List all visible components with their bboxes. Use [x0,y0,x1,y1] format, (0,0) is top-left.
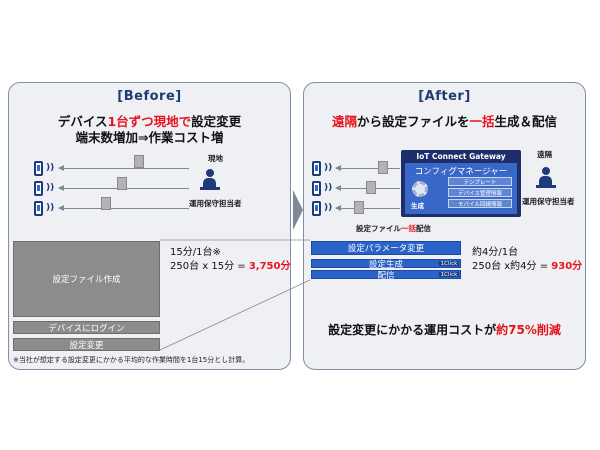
onsite-label: 現地 [208,154,223,163]
block-deliver: 配信 1Click [311,270,461,281]
device-icon [34,201,43,216]
chip-device-info: デバイス管理情報 [448,188,512,197]
operator-label: 運用保守担当者 [522,197,575,206]
block-device-login: デバイスにログイン [13,321,160,334]
arrow-line [335,164,400,172]
after-cost: 約4分/1台 250台 x約4分 = 930分 [472,247,583,272]
before-cost: 15分/1台※ 250台 x 15分 = 3,750分 [170,247,291,272]
generate-label: 生成 [411,202,424,210]
arrow-line [335,204,400,212]
after-headline: 遠隔から設定ファイルを一括生成＆配信 [331,114,558,129]
device-icon [34,181,43,196]
remote-label: 遠隔 [537,150,552,159]
signal-icon: )) [46,183,55,193]
signal-icon: )) [324,163,333,173]
document-icon [134,155,144,168]
gear-icon [412,181,428,197]
document-icon [354,201,364,214]
device-icon [312,161,321,176]
signal-icon: )) [46,163,55,173]
device-icon [34,161,43,176]
signal-icon: )) [324,203,333,213]
device-icon [312,201,321,216]
operator-label: 運用保守担当者 [189,199,242,208]
operator-icon [200,169,222,191]
config-manager-box: コンフィグマネージャー 生成 テンプレート デバイス管理情報 モバイル回線情報 [405,163,517,214]
chip-mobile-line-info: モバイル回線情報 [448,199,512,208]
after-title: [After] [418,89,471,104]
oneclick-badge: 1Click [439,260,459,267]
gateway-title: IoT Connect Gateway [416,152,506,161]
block-generate: 設定生成 1Click [311,259,461,270]
chip-template: テンプレート [448,177,512,186]
document-icon [117,177,127,190]
arrow-line [58,164,189,172]
document-icon [366,181,376,194]
before-headline-2: 端末数増加⇒作業コスト増 [75,130,224,145]
before-panel: [Before] デバイス1台ずつ現地で設定変更 端末数増加⇒作業コスト増 ))… [8,82,291,370]
after-panel: [After] 遠隔から設定ファイルを一括生成＆配信 )) )) )) IoT … [303,82,586,370]
iot-connect-gateway: IoT Connect Gateway コンフィグマネージャー 生成 テンプレー… [401,150,521,217]
signal-icon: )) [46,203,55,213]
block-param-change: 設定パラメータ変更 [311,241,461,255]
arrow-line [58,204,189,212]
chevron-right-icon [293,190,303,230]
footnote: ※当社が想定する設定変更にかかる平均的な作業時間を1台15分とし計算。 [13,356,250,364]
document-icon [378,161,388,174]
operator-icon [536,167,558,189]
document-icon [101,197,111,210]
config-manager-title: コンフィグマネージャー [414,167,508,177]
before-title: [Before] [117,89,182,104]
delivery-label: 設定ファイル一括配信 [356,224,431,233]
oneclick-badge: 1Click [439,271,459,278]
after-summary: 設定変更にかかる運用コストが約75%削減 [328,323,561,337]
block-config-change: 設定変更 [13,338,160,351]
block-create-config: 設定ファイル作成 [13,241,160,317]
signal-icon: )) [324,183,333,193]
before-headline-1: デバイス1台ずつ現地で設定変更 [57,114,242,129]
device-icon [312,181,321,196]
